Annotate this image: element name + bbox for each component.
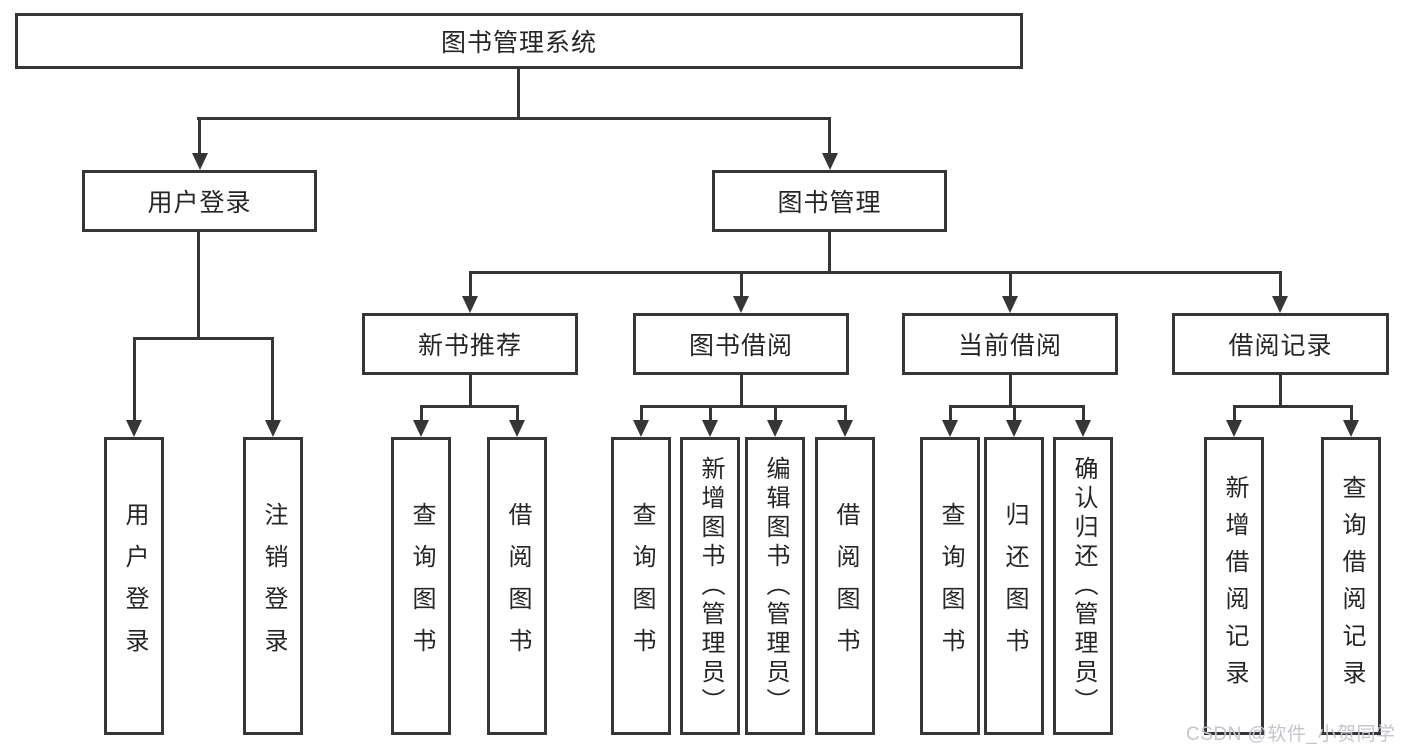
- connector-to-leaf: [709, 405, 712, 421]
- arrowhead-down-icon: [192, 153, 208, 170]
- leaf-cb-confirm-return-label: 确认归还（管理员）: [1070, 455, 1097, 717]
- arrowhead-down-icon: [126, 420, 142, 437]
- connector-new-book-rec-split: [420, 405, 519, 408]
- arrowhead-down-icon: [837, 420, 853, 437]
- connector-to-leaf: [516, 405, 519, 421]
- node-book-mgmt-label: 图书管理: [777, 189, 882, 217]
- leaf-br-query-record: 查询借阅记录: [1321, 437, 1381, 735]
- connector-root-stub: [517, 69, 520, 119]
- connector-borrow-records-stub: [1279, 375, 1282, 408]
- connector-to-leaf: [1082, 405, 1085, 421]
- connector-to-leaf: [1233, 405, 1236, 421]
- node-user-login-label: 用户登录: [147, 189, 252, 217]
- node-user-login: 用户登录: [82, 170, 317, 232]
- connector-to-new-book-rec: [469, 271, 472, 298]
- connector-book-mgmt-split: [469, 271, 1282, 274]
- connector-to-leaf: [640, 405, 643, 421]
- leaf-bb-query-books-label: 查询图书: [628, 502, 655, 670]
- arrowhead-down-icon: [1075, 420, 1091, 437]
- node-borrow-records-label: 借阅记录: [1228, 332, 1333, 360]
- connector-to-leaf: [1013, 405, 1016, 421]
- leaf-rec-borrow-books: 借阅图书: [487, 437, 547, 735]
- leaf-cb-query-books-label: 查询图书: [937, 502, 964, 670]
- leaf-cb-return-books: 归还图书: [984, 437, 1044, 735]
- leaf-bb-query-books: 查询图书: [611, 437, 671, 735]
- node-book-borrow: 图书借阅: [633, 313, 849, 375]
- connector-book-borrow-split: [640, 405, 847, 408]
- arrowhead-down-icon: [413, 420, 429, 437]
- csdn-watermark: CSDN @软件_小贺同学: [1186, 724, 1396, 745]
- connector-to-current-borrow: [1009, 271, 1012, 298]
- connector-new-book-rec-stub: [469, 375, 472, 408]
- connector-to-leaf: [420, 405, 423, 421]
- leaf-bb-borrow-books-label: 借阅图书: [832, 502, 859, 670]
- arrowhead-down-icon: [509, 420, 525, 437]
- arrowhead-down-icon: [822, 153, 838, 170]
- arrowhead-down-icon: [1272, 296, 1288, 313]
- connector-to-leaf-user-login: [133, 337, 136, 421]
- leaf-bb-edit-books-label: 编辑图书（管理员）: [762, 455, 789, 717]
- node-book-mgmt: 图书管理: [712, 170, 947, 232]
- connector-to-leaf-logout: [271, 337, 274, 421]
- connector-current-borrow-stub: [1009, 375, 1012, 408]
- connector-to-leaf: [774, 405, 777, 421]
- connector-book-borrow-stub: [740, 375, 743, 408]
- node-new-book-rec: 新书推荐: [362, 313, 578, 375]
- node-book-borrow-label: 图书借阅: [688, 332, 793, 360]
- leaf-br-query-record-label: 查询借阅记录: [1338, 475, 1365, 697]
- leaf-bb-borrow-books: 借阅图书: [815, 437, 875, 735]
- leaf-cb-query-books: 查询图书: [920, 437, 980, 735]
- node-root-label: 图书管理系统: [440, 29, 597, 57]
- node-borrow-records: 借阅记录: [1172, 313, 1389, 375]
- connector-to-leaf: [949, 405, 952, 421]
- arrowhead-down-icon: [767, 420, 783, 437]
- connector-user-login-stub: [197, 232, 200, 339]
- connector-current-borrow-split: [949, 405, 1085, 408]
- leaf-user-login: 用户登录: [104, 437, 164, 735]
- connector-to-leaf: [844, 405, 847, 421]
- connector-to-user-login: [198, 117, 201, 154]
- leaf-cb-confirm-return: 确认归还（管理员）: [1053, 437, 1113, 735]
- connector-user-login-split: [133, 337, 274, 340]
- leaf-rec-borrow-books-label: 借阅图书: [504, 502, 531, 670]
- arrowhead-down-icon: [1002, 296, 1018, 313]
- connector-to-borrow-records: [1279, 271, 1282, 298]
- leaf-bb-add-books-label: 新增图书（管理员）: [697, 455, 724, 717]
- arrowhead-down-icon: [702, 420, 718, 437]
- node-root-system: 图书管理系统: [15, 13, 1023, 69]
- connector-to-leaf: [1350, 405, 1353, 421]
- arrowhead-down-icon: [1343, 420, 1359, 437]
- node-current-borrow: 当前借阅: [902, 313, 1118, 375]
- arrowhead-down-icon: [462, 296, 478, 313]
- leaf-bb-edit-books: 编辑图书（管理员）: [745, 437, 805, 735]
- leaf-rec-query-books: 查询图书: [391, 437, 451, 735]
- leaf-br-add-record-label: 新增借阅记录: [1221, 475, 1248, 697]
- node-new-book-rec-label: 新书推荐: [417, 332, 522, 360]
- leaf-logout-label: 注销登录: [260, 502, 287, 670]
- leaf-bb-add-books: 新增图书（管理员）: [680, 437, 740, 735]
- connector-to-book-mgmt: [828, 117, 831, 154]
- arrowhead-down-icon: [1006, 420, 1022, 437]
- node-current-borrow-label: 当前借阅: [957, 332, 1062, 360]
- leaf-user-login-label: 用户登录: [121, 502, 148, 670]
- connector-root-split: [197, 117, 831, 120]
- arrowhead-down-icon: [733, 296, 749, 313]
- arrowhead-down-icon: [633, 420, 649, 437]
- leaf-br-add-record: 新增借阅记录: [1204, 437, 1264, 735]
- connector-to-book-borrow: [740, 271, 743, 298]
- connector-book-mgmt-stub: [828, 232, 831, 273]
- arrowhead-down-icon: [1226, 420, 1242, 437]
- leaf-cb-return-books-label: 归还图书: [1001, 502, 1028, 670]
- leaf-logout: 注销登录: [243, 437, 303, 735]
- connector-borrow-records-split: [1233, 405, 1353, 408]
- leaf-rec-query-books-label: 查询图书: [408, 502, 435, 670]
- arrowhead-down-icon: [265, 420, 281, 437]
- arrowhead-down-icon: [942, 420, 958, 437]
